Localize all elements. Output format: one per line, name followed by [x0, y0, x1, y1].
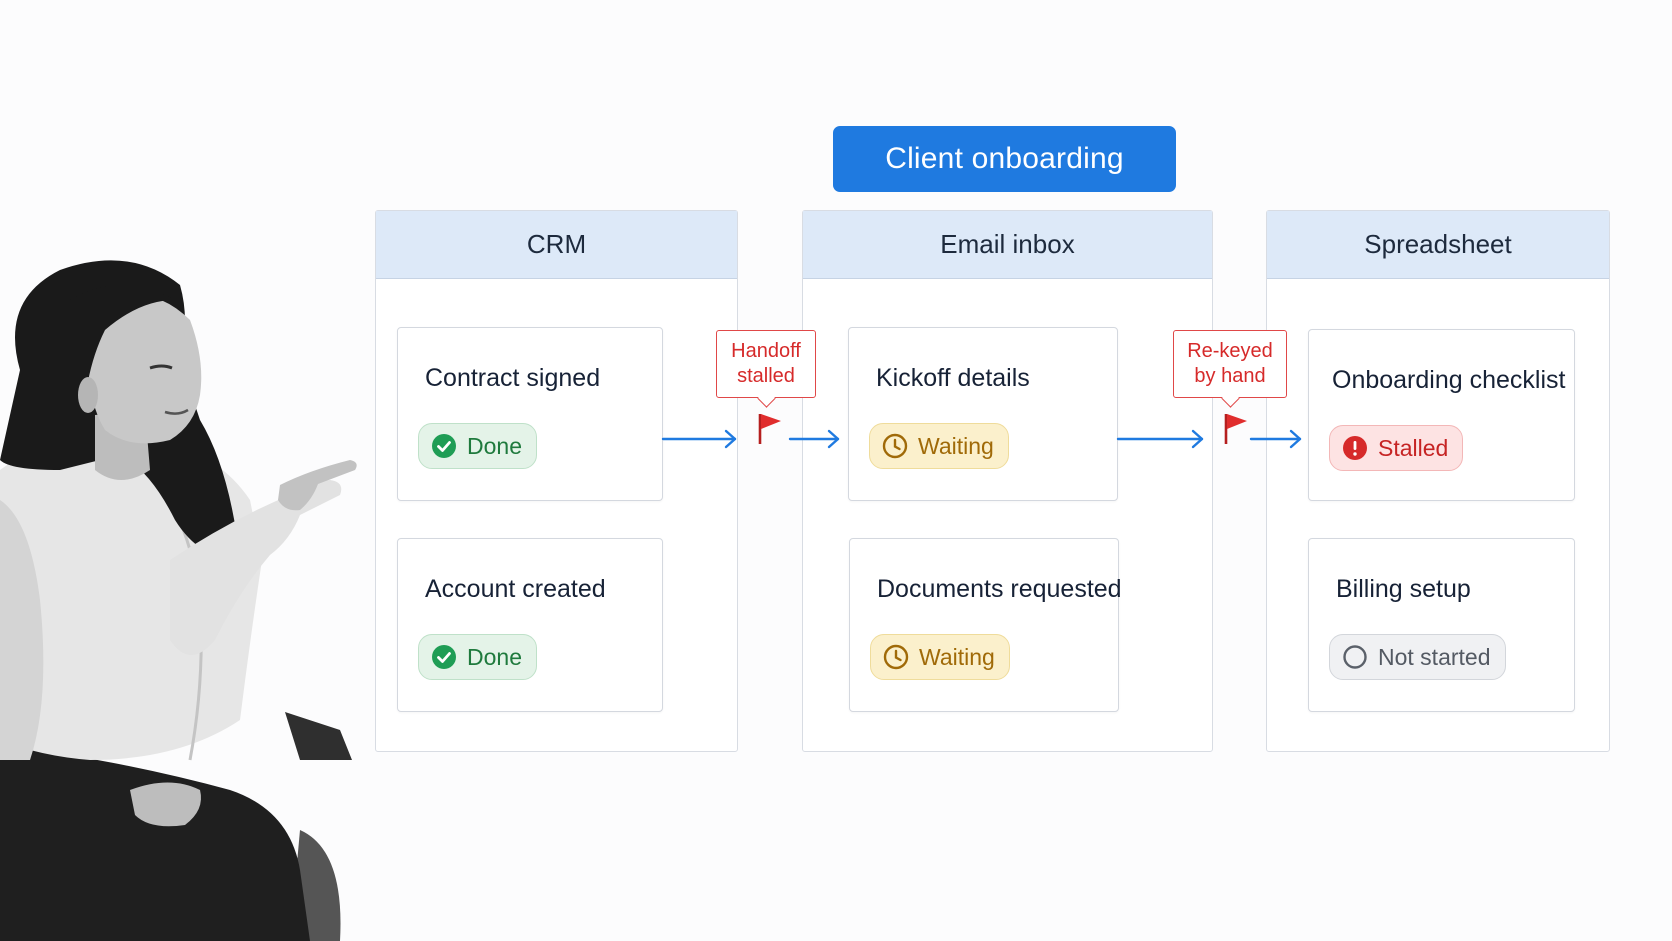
status-badge: Done — [418, 634, 537, 680]
red-flag-icon — [1224, 414, 1247, 444]
callout-text: by hand — [1194, 365, 1266, 387]
red-flag-icon — [758, 414, 781, 444]
column-header: Spreadsheet — [1267, 211, 1609, 279]
task-card[interactable]: Onboarding checklist Stalled — [1308, 329, 1575, 501]
task-title: Account created — [425, 575, 606, 603]
clock-icon — [882, 433, 908, 459]
column-spreadsheet: Spreadsheet Onboarding checklist Stalled… — [1266, 210, 1610, 752]
status-label: Waiting — [919, 643, 995, 670]
callout-text: stalled — [737, 365, 795, 387]
task-title: Onboarding checklist — [1332, 366, 1566, 394]
callout-text: Handoff — [731, 340, 801, 362]
task-card[interactable]: Contract signed Done — [397, 327, 663, 501]
clock-icon — [883, 644, 909, 670]
task-title: Kickoff details — [876, 364, 1030, 392]
task-title: Contract signed — [425, 364, 601, 392]
status-badge: Not started — [1329, 634, 1506, 680]
status-badge: Waiting — [870, 634, 1010, 680]
callout-rekeyed-by-hand: Re-keyed by hand — [1173, 330, 1287, 398]
check-circle-icon — [432, 645, 456, 669]
alert-circle-icon — [1343, 436, 1367, 460]
status-badge: Done — [418, 423, 537, 469]
status-label: Done — [467, 432, 522, 459]
task-card[interactable]: Kickoff details Waiting — [848, 327, 1118, 501]
status-badge: Stalled — [1329, 425, 1464, 471]
status-label: Stalled — [1378, 434, 1449, 461]
callout-text: Re-keyed — [1187, 340, 1273, 362]
column-email-inbox: Email inbox Kickoff details Waiting Docu… — [802, 210, 1213, 752]
status-label: Waiting — [918, 432, 994, 459]
task-card[interactable]: Billing setup Not started — [1308, 538, 1575, 712]
status-label: Done — [467, 643, 522, 670]
task-card[interactable]: Documents requested Waiting — [849, 538, 1122, 712]
column-header: CRM — [376, 211, 737, 279]
empty-circle-icon — [1343, 645, 1367, 669]
presenter-person-illustration — [0, 260, 357, 941]
callout-handoff-stalled: Handoff stalled — [716, 330, 816, 398]
column-header: Email inbox — [803, 211, 1212, 279]
status-label: Not started — [1378, 643, 1491, 670]
task-title: Documents requested — [877, 575, 1122, 603]
task-card[interactable]: Account created Done — [397, 538, 663, 712]
column-crm: CRM Contract signed Done Account created… — [375, 210, 738, 752]
check-circle-icon — [432, 434, 456, 458]
status-badge: Waiting — [869, 423, 1009, 469]
task-title: Billing setup — [1336, 575, 1471, 603]
title-badge: Client onboarding — [833, 126, 1176, 192]
